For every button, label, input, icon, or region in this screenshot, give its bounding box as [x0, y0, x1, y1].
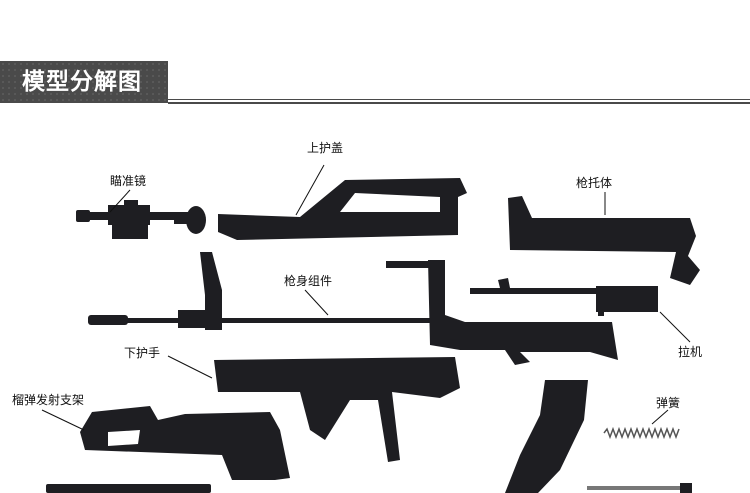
stock-part — [508, 196, 700, 285]
label-upper-cover: 上护盖 — [307, 141, 344, 155]
upper-cover-leader-line — [295, 164, 325, 216]
charging-handle-leader-line — [659, 311, 691, 343]
barrel-assembly-leader-line — [304, 289, 329, 316]
header-divider-thin — [168, 99, 750, 100]
lower-handguard-part — [214, 357, 460, 462]
scope-leader-line — [109, 189, 131, 213]
label-spring: 弹簧 — [656, 396, 681, 410]
grenade-mount-leader-line — [41, 409, 85, 431]
magazine-part — [505, 380, 588, 493]
barrel-assembly-part — [88, 252, 650, 365]
charging-handle-part — [596, 286, 658, 316]
label-stock: 枪托体 — [576, 176, 613, 190]
header-banner: 模型分解图 — [0, 61, 168, 103]
label-scope: 瞄准镜 — [110, 174, 147, 188]
lower-handguard-leader-line — [167, 355, 213, 379]
label-grenade-launcher-mount: 榴弹发射支架 — [12, 393, 85, 407]
header-divider-thick — [168, 102, 750, 104]
label-barrel-assembly: 枪身组件 — [284, 274, 333, 288]
spring-leader-line — [651, 409, 669, 425]
page-title: 模型分解图 — [22, 69, 142, 95]
upper-cover-part — [218, 178, 467, 240]
label-charging-handle: 拉机 — [678, 345, 703, 359]
grenade-launcher-mount-part — [46, 406, 290, 493]
spring-part — [603, 426, 680, 440]
label-lower-handguard: 下护手 — [124, 346, 161, 360]
scope-part — [76, 200, 206, 239]
guide-rod-part — [587, 483, 692, 493]
